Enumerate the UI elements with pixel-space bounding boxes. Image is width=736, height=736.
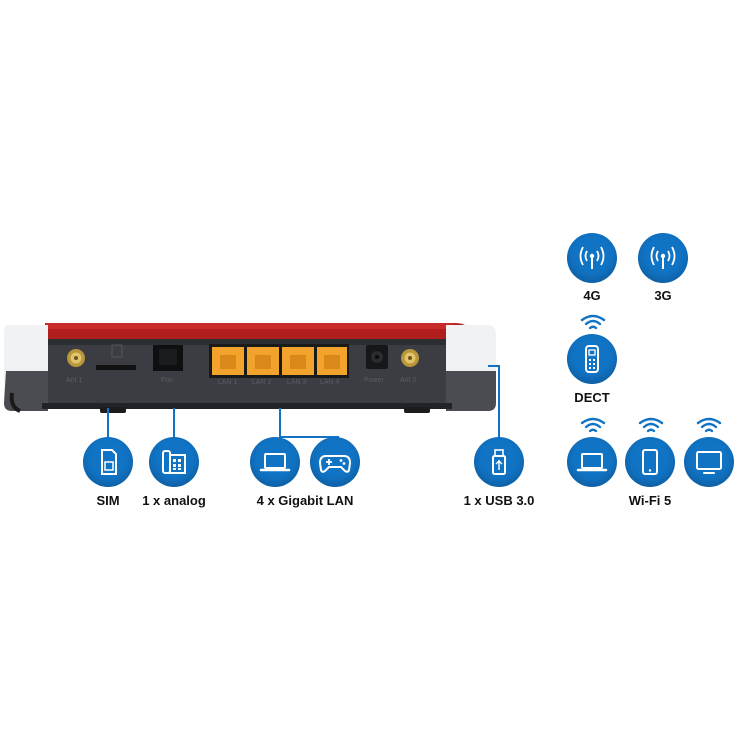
wifi-waves-icon [638, 417, 664, 433]
wifi-monitor-circle [684, 437, 734, 487]
dect-phone-icon [585, 345, 599, 373]
4g-circle [567, 233, 617, 283]
wifi-tablet-circle [625, 437, 675, 487]
port-label-fon: Fon [161, 377, 174, 384]
wifi-laptop-circle [567, 437, 617, 487]
lan-connector-line-v [279, 408, 281, 438]
4g-label: 4G [583, 288, 601, 303]
wifi-waves-icon [580, 417, 606, 433]
analog-phone-icon [162, 450, 186, 474]
dect-circle [567, 334, 617, 384]
dect-label: DECT [574, 390, 610, 405]
laptop-icon [259, 453, 291, 472]
wifi-waves-icon [580, 314, 606, 330]
lan-gamepad-circle [310, 437, 360, 487]
monitor-icon [696, 451, 722, 474]
port-label-lan3: LAN 3 [287, 379, 307, 386]
usb-label: 1 x USB 3.0 [463, 493, 535, 508]
sim-connector-line [107, 408, 109, 438]
wifi-waves-icon [696, 417, 722, 433]
router-back-view [4, 323, 496, 413]
tablet-icon [642, 449, 658, 475]
usb-stick-icon [492, 449, 506, 475]
3g-label: 3G [654, 288, 672, 303]
usb-connector-line-v [498, 365, 500, 439]
analog-connector-line [173, 408, 175, 438]
usb-circle [474, 437, 524, 487]
usb-connector-line-h [488, 365, 500, 367]
lan-laptop-circle [250, 437, 300, 487]
lan-label: 4 x Gigabit LAN [256, 493, 354, 508]
analog-label: 1 x analog [142, 493, 206, 508]
port-label-ant2: Ant 2 [400, 377, 417, 384]
port-label-ant1: Ant 1 [66, 377, 83, 384]
port-label-power: Power [364, 377, 384, 384]
lan-connector-line-h [279, 436, 339, 438]
port-label-lan4: LAN 4 [320, 379, 340, 386]
port-label-lan1: LAN 1 [218, 379, 238, 386]
sim-label: SIM [96, 493, 120, 508]
antenna-icon [579, 246, 605, 269]
3g-circle [638, 233, 688, 283]
laptop-icon [576, 453, 608, 472]
analog-circle [149, 437, 199, 487]
sim-card-icon [101, 449, 117, 475]
gamepad-icon [318, 455, 352, 473]
router-image: Ant 1 Fon LAN 1 LAN 2 LAN 3 LAN 4 Power … [0, 315, 500, 425]
port-label-lan2: LAN 2 [252, 379, 272, 386]
antenna-icon [650, 246, 676, 269]
wifi-label: Wi-Fi 5 [628, 493, 672, 508]
sim-circle [83, 437, 133, 487]
